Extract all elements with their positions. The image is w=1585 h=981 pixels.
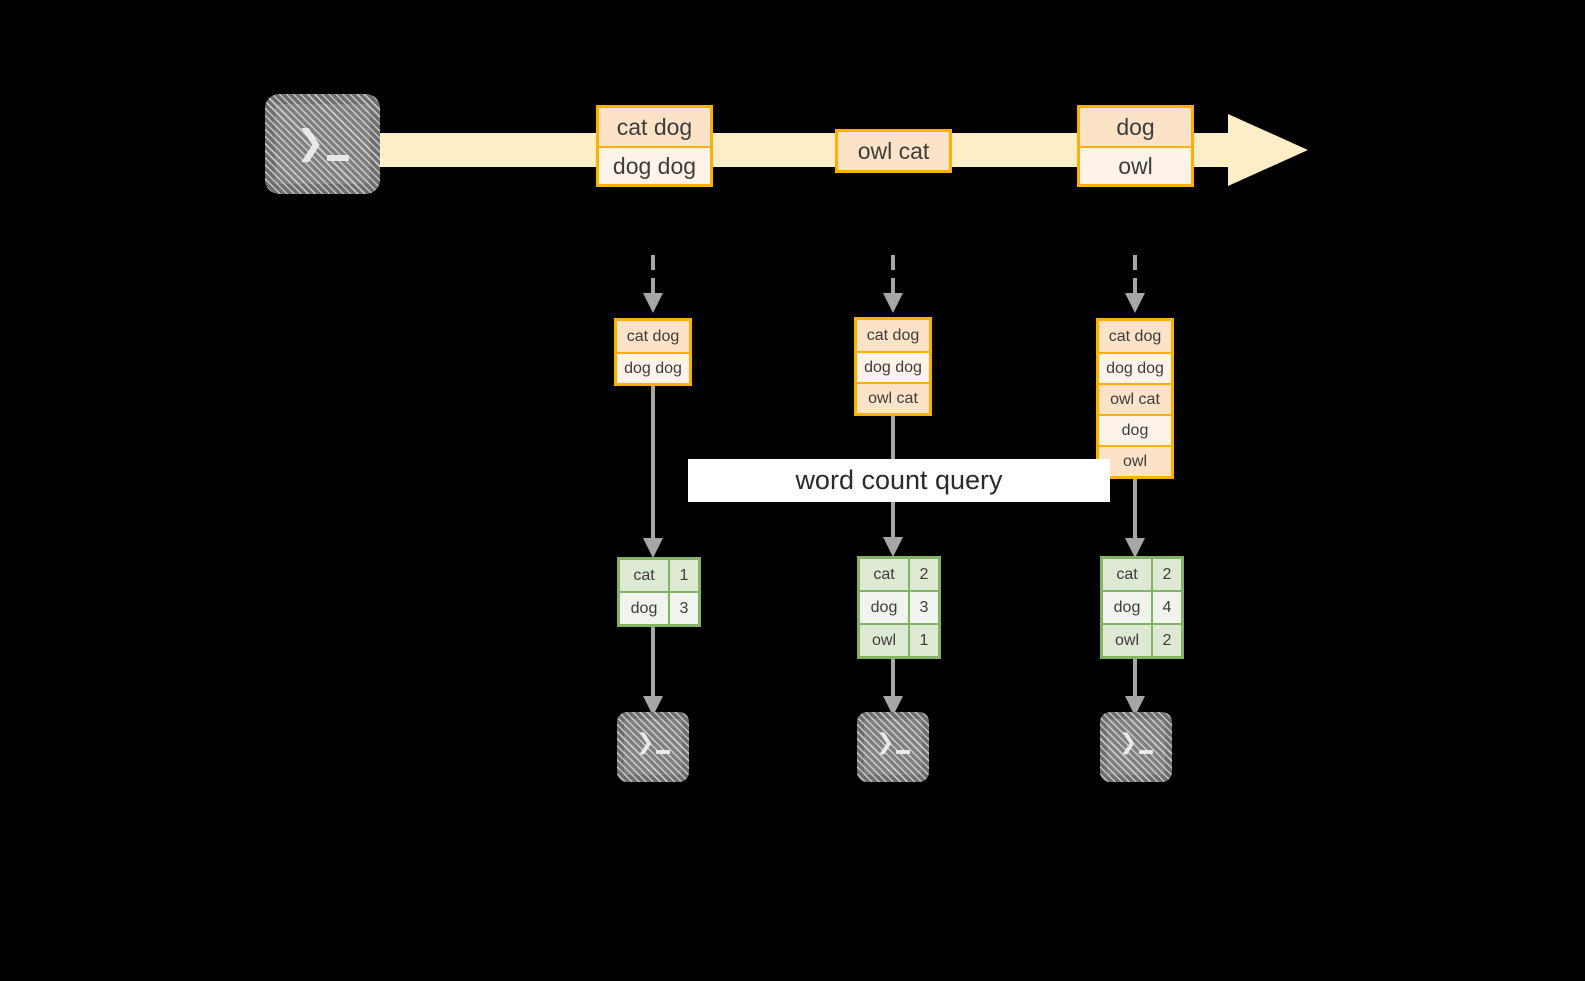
dashed-down-arrow-icon	[643, 255, 663, 313]
result-word: cat	[1103, 559, 1151, 590]
stream-group-1: cat dog dog dog	[596, 105, 713, 187]
batch-2-sink-terminal-icon: ❯	[857, 712, 929, 782]
stream-message: dog	[1080, 108, 1191, 146]
batch-3-result-table: cat 2 dog 4 owl 2	[1100, 556, 1184, 659]
result-word: dog	[1103, 592, 1151, 623]
solid-down-arrow-icon	[643, 384, 663, 558]
accumulated-message: owl	[1099, 445, 1171, 476]
table-row: dog 3	[620, 591, 698, 624]
solid-down-arrow-icon	[1125, 478, 1145, 558]
table-row: dog 3	[860, 590, 938, 623]
stream-message: dog dog	[599, 146, 710, 184]
table-row: cat 2	[860, 559, 938, 590]
prompt-chevron-icon: ❯	[296, 123, 325, 163]
prompt-chevron-icon: ❯	[1119, 730, 1138, 755]
result-count: 1	[908, 625, 938, 656]
result-word: owl	[860, 625, 908, 656]
result-count: 3	[908, 592, 938, 623]
result-word: dog	[860, 592, 908, 623]
table-row: dog 4	[1103, 590, 1181, 623]
accumulated-message: dog	[1099, 414, 1171, 445]
batch-2-result-table: cat 2 dog 3 owl 1	[857, 556, 941, 659]
result-word: owl	[1103, 625, 1151, 656]
result-count: 1	[668, 560, 698, 591]
batch-3-sink-terminal-icon: ❯	[1100, 712, 1172, 782]
result-word: cat	[860, 559, 908, 590]
prompt-cursor-icon	[327, 155, 349, 161]
result-count: 3	[668, 593, 698, 624]
dashed-down-arrow-icon	[1125, 255, 1145, 313]
table-row: cat 2	[1103, 559, 1181, 590]
solid-down-arrow-icon	[883, 652, 903, 716]
source-terminal-icon: ❯	[265, 94, 380, 194]
accumulated-message: dog dog	[617, 352, 689, 383]
accumulated-message: cat dog	[617, 321, 689, 352]
stream-group-3: dog owl	[1077, 105, 1194, 187]
table-row: owl 2	[1103, 623, 1181, 656]
result-count: 2	[1151, 559, 1181, 590]
table-row: owl 1	[860, 623, 938, 656]
accumulated-message: cat dog	[1099, 321, 1171, 352]
dashed-down-arrow-icon	[883, 255, 903, 313]
prompt-chevron-icon: ❯	[636, 730, 655, 755]
table-row: cat 1	[620, 560, 698, 591]
accumulated-message: owl cat	[857, 382, 929, 413]
batch-2-accumulated-messages: cat dog dog dog owl cat	[854, 317, 932, 416]
prompt-cursor-icon	[656, 750, 670, 754]
batch-3-accumulated-messages: cat dog dog dog owl cat dog owl	[1096, 318, 1174, 479]
result-count: 2	[1151, 625, 1181, 656]
prompt-cursor-icon	[896, 750, 910, 754]
result-count: 4	[1151, 592, 1181, 623]
stream-message: cat dog	[599, 108, 710, 146]
prompt-chevron-icon: ❯	[876, 730, 895, 755]
accumulated-message: cat dog	[857, 320, 929, 351]
stream-message: owl cat	[838, 132, 949, 170]
stream-group-2: owl cat	[835, 129, 952, 173]
accumulated-message: dog dog	[1099, 352, 1171, 383]
accumulated-message: dog dog	[857, 351, 929, 382]
accumulated-message: owl cat	[1099, 383, 1171, 414]
prompt-cursor-icon	[1139, 750, 1153, 754]
batch-1-sink-terminal-icon: ❯	[617, 712, 689, 782]
result-count: 2	[908, 559, 938, 590]
batch-1-result-table: cat 1 dog 3	[617, 557, 701, 627]
result-word: dog	[620, 593, 668, 624]
batch-1-accumulated-messages: cat dog dog dog	[614, 318, 692, 386]
result-word: cat	[620, 560, 668, 591]
stream-message: owl	[1080, 146, 1191, 184]
solid-down-arrow-icon	[1125, 652, 1145, 716]
solid-down-arrow-icon	[643, 622, 663, 716]
query-label: word count query	[688, 459, 1110, 502]
